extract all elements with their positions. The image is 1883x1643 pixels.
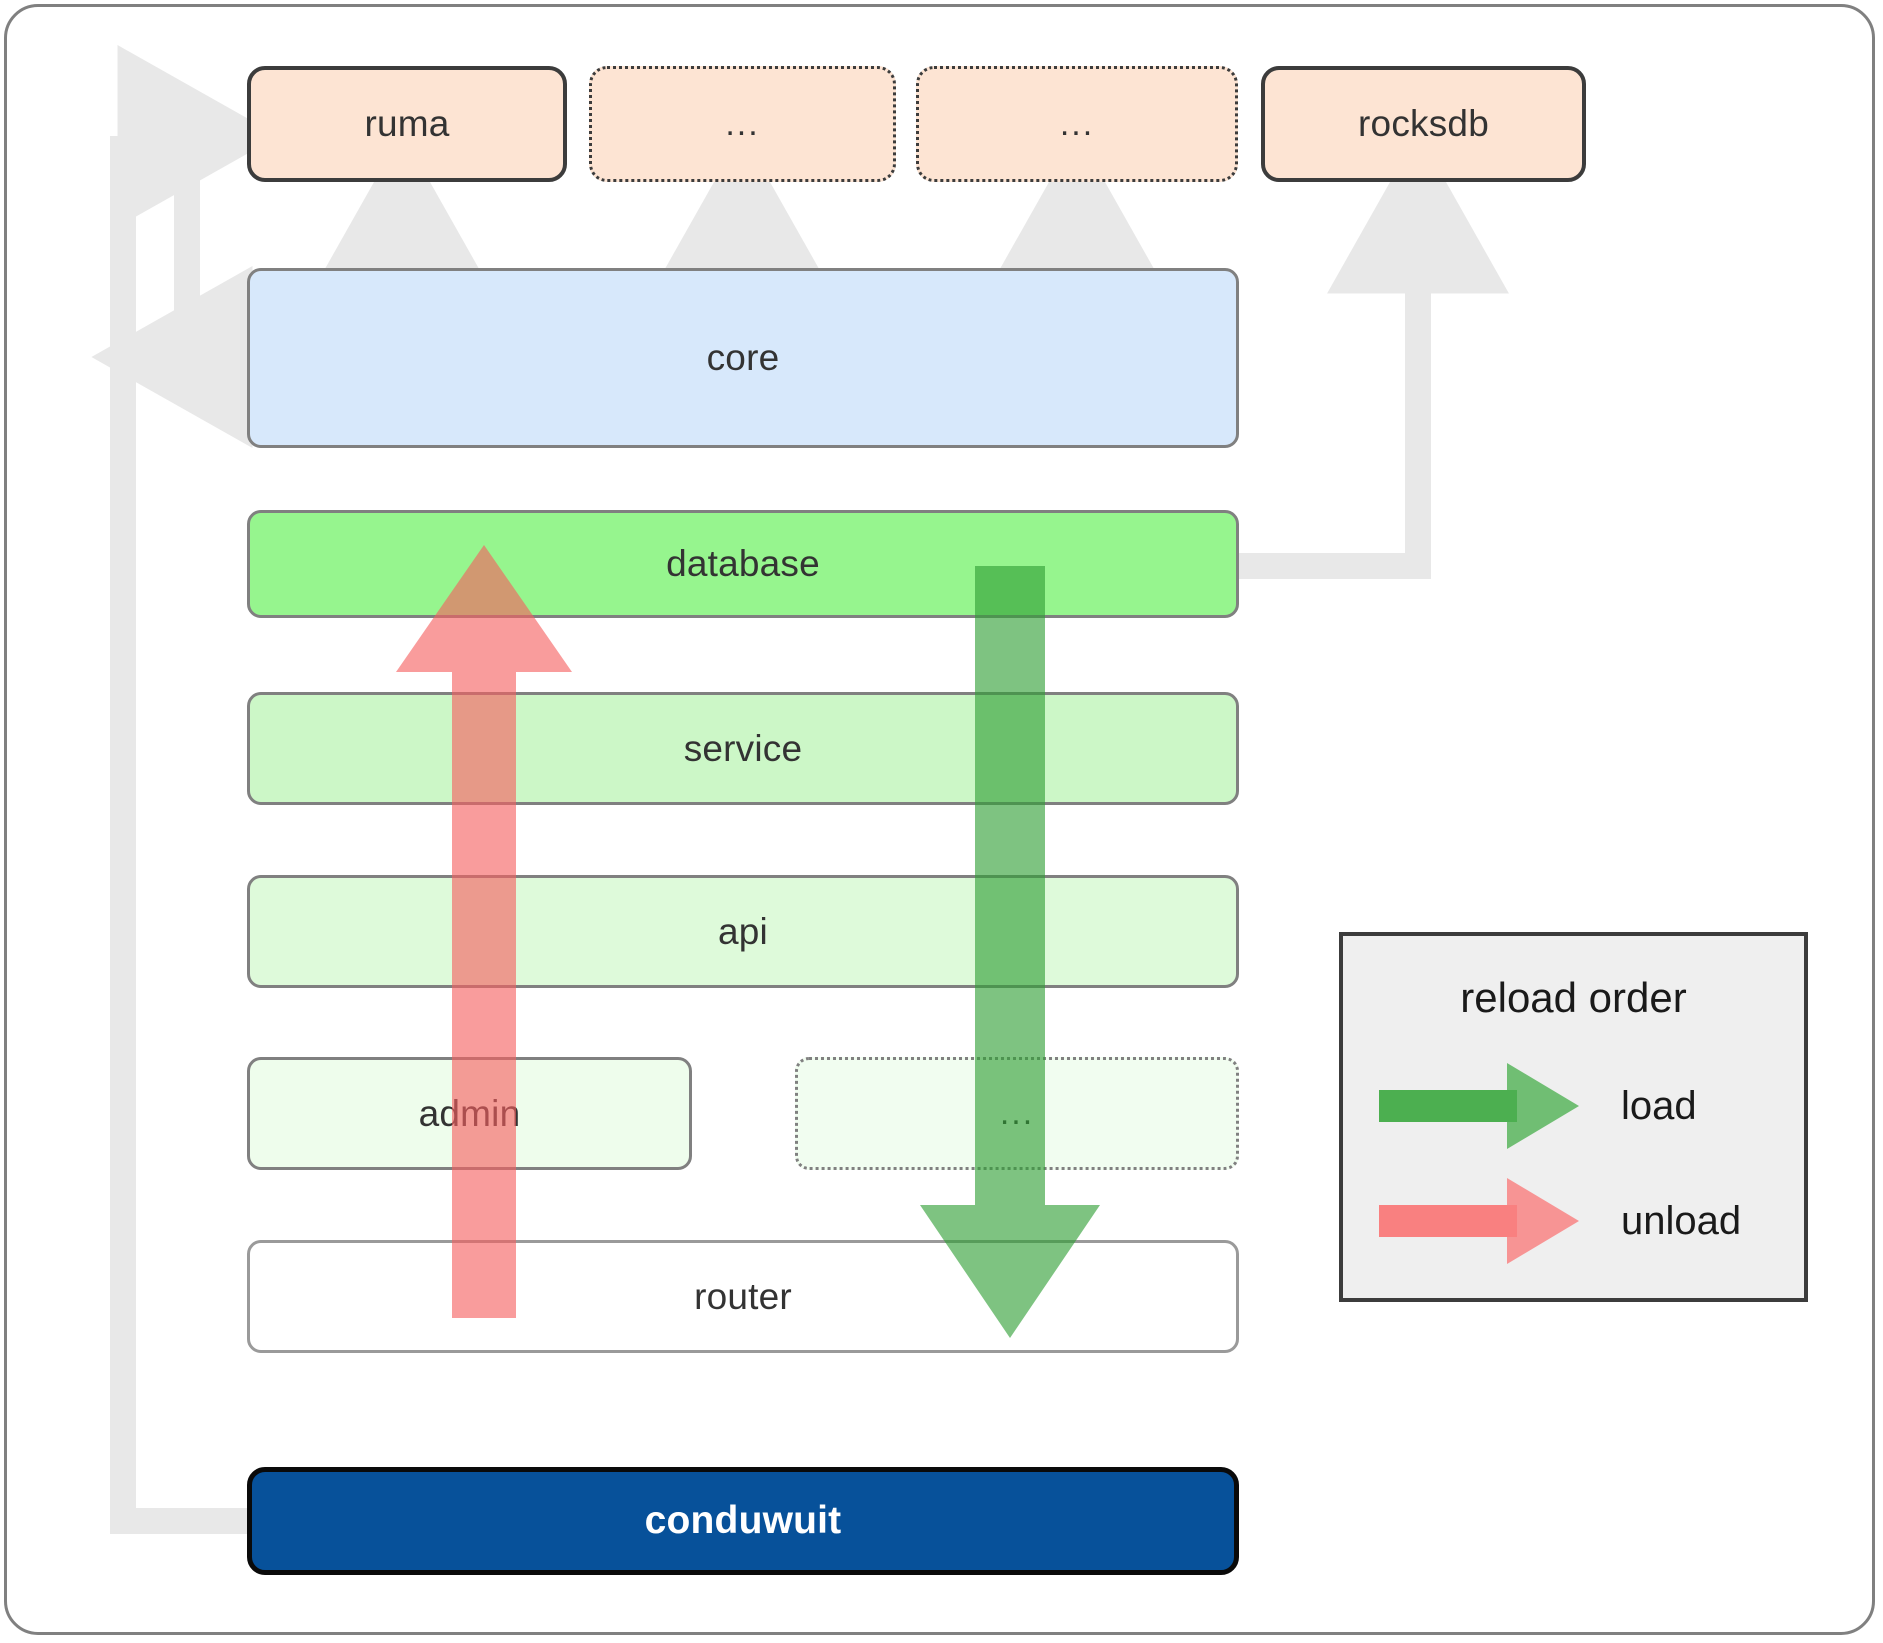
dependency-label: rocksdb [1358,103,1489,144]
dependency-node-more-1[interactable]: ... [589,66,896,182]
crate-node-database[interactable]: database [247,510,1239,618]
legend-entry-load: load [1379,1061,1779,1151]
binary-node-conduwuit[interactable]: conduwuit [247,1467,1239,1575]
crate-label: router [694,1275,792,1317]
legend-label-load: load [1621,1083,1697,1128]
diagram-frame [4,4,1875,1635]
crate-node-more-leaf[interactable]: ... [795,1057,1239,1170]
legend-panel: reload order load unload [1339,932,1808,1302]
legend-label-unload: unload [1621,1198,1742,1243]
crate-label: api [718,910,768,952]
crate-node-admin[interactable]: admin [247,1057,692,1170]
crate-label: ... [999,1094,1035,1132]
dependency-label: ruma [364,103,450,144]
crate-node-core[interactable]: core [247,268,1239,448]
crate-label: core [706,337,780,378]
dependency-node-rocksdb[interactable]: rocksdb [1261,66,1586,182]
crate-node-service[interactable]: service [247,692,1239,805]
legend-title: reload order [1460,974,1687,1021]
unload-arrow-swatch [1379,1178,1597,1264]
crate-node-router[interactable]: router [247,1240,1239,1353]
dependency-node-ruma[interactable]: ruma [247,66,567,182]
load-arrow-swatch [1379,1063,1597,1149]
crate-label: admin [418,1092,521,1134]
dependency-label: ... [725,104,760,143]
crate-node-api[interactable]: api [247,875,1239,988]
binary-label: conduwuit [644,1499,842,1542]
dependency-label: ... [1059,104,1095,143]
dependency-node-more-2[interactable]: ... [916,66,1238,182]
legend-entry-unload: unload [1379,1176,1779,1266]
crate-label: database [666,543,820,584]
crate-label: service [683,727,803,769]
